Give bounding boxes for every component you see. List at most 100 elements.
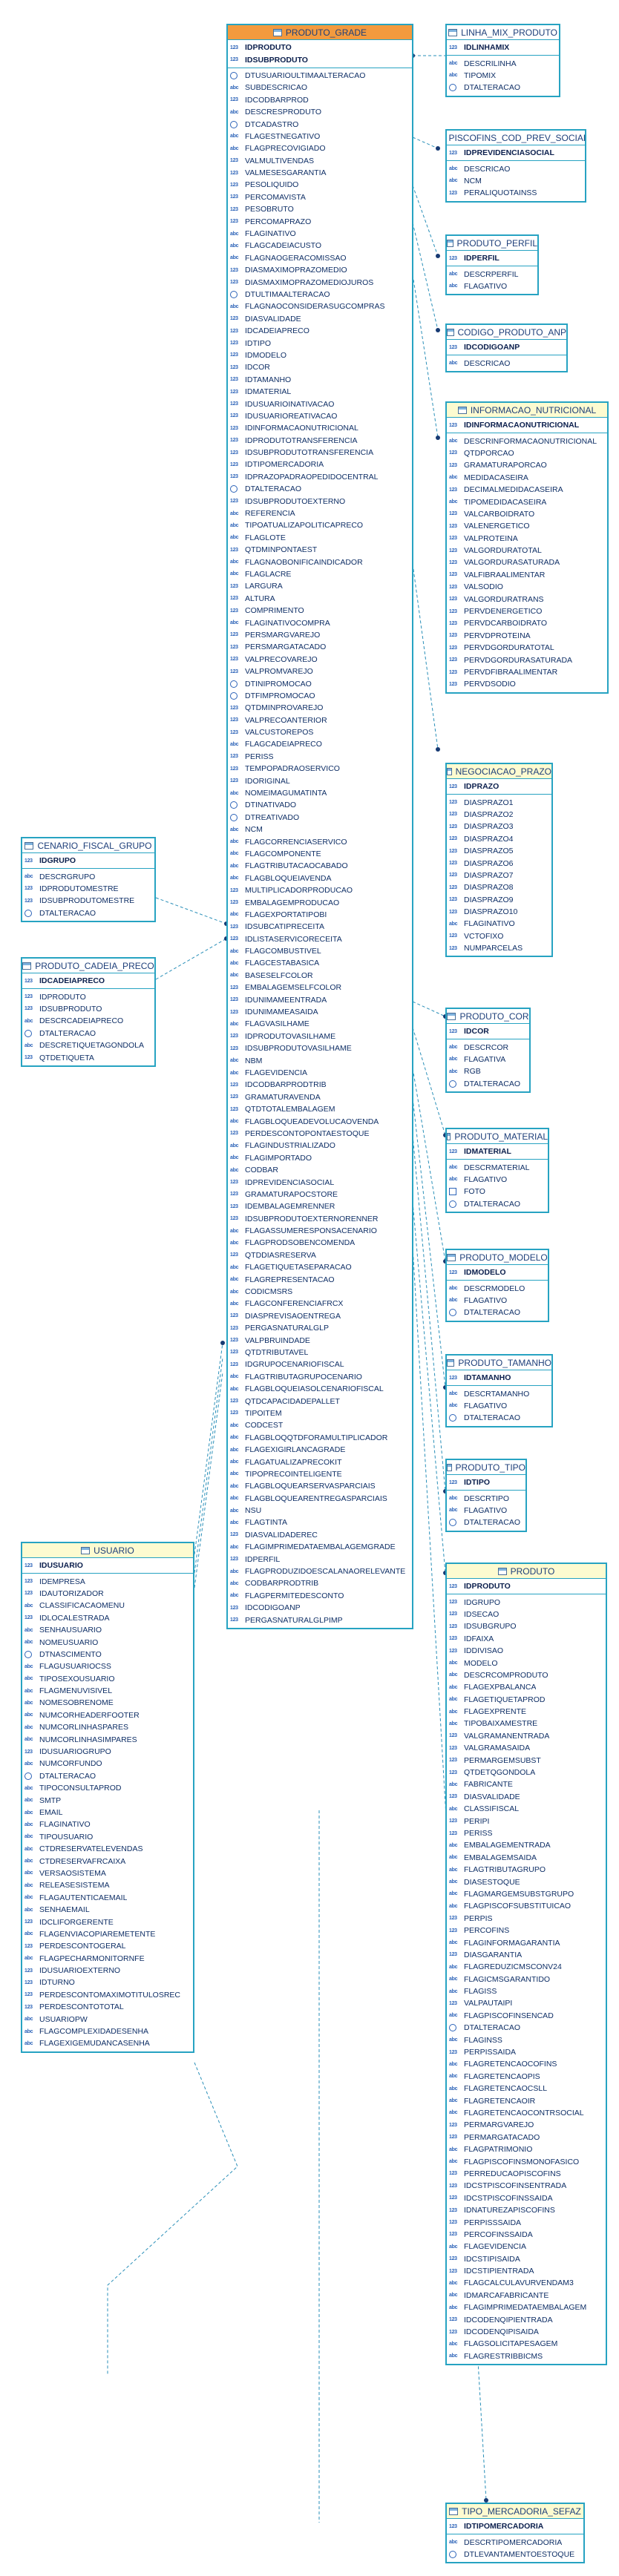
table-field[interactable]: DTALTERACAO [447,82,559,93]
table-field[interactable]: DTINIPROMOCAO [228,677,412,689]
table-header[interactable]: CENARIO_FISCAL_GRUPO [22,838,154,853]
table-header[interactable]: TIPO_MERCADORIA_SEFAZ [447,2504,583,2519]
table-header[interactable]: USUARIO [22,1543,193,1558]
table-field[interactable]: DTREATIVADO [228,812,412,824]
table-field[interactable]: DTALTERACAO [447,1307,548,1318]
table-field[interactable]: DTALTERACAO [447,1412,551,1424]
table-header[interactable]: PRODUTO_MODELO [447,1250,548,1265]
table-field[interactable]: DTNASCIMENTO [22,1649,193,1660]
table-header[interactable]: PRODUTO_COR [447,1009,529,1024]
table-field[interactable]: DTUSUARIOULTIMAALTERACAO [228,70,412,82]
table-field[interactable]: DTALTERACAO [22,1028,154,1039]
table-header[interactable]: PISCOFINS_COD_PREV_SOCIAL [447,131,585,145]
table-header[interactable]: INFORMACAO_NUTRICIONAL [447,403,607,418]
table-header[interactable]: PRODUTO_CADEIA_PRECO [22,959,154,973]
table-header[interactable]: LINHA_MIX_PRODUTO [447,25,559,40]
table-header[interactable]: PRODUTO_PERFIL [447,236,537,251]
